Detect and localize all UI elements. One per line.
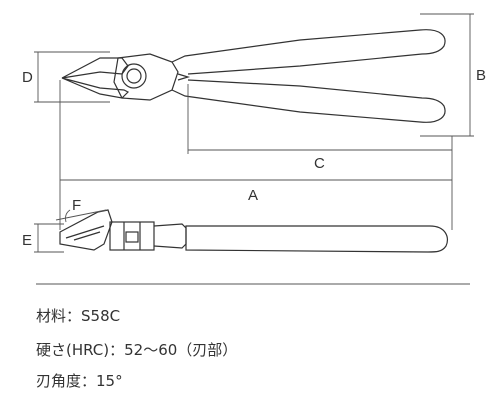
dimension-label-a: A (248, 187, 258, 204)
spec-blade-angle: 刃角度：15° (36, 372, 123, 390)
dimension-lines (34, 13, 474, 285)
dimension-label-e: E (22, 232, 32, 249)
spec-hardness: 硬さ(HRC)：52～60（刃部） (36, 341, 238, 359)
plier-top-view (61, 29, 446, 123)
dimension-label-d: D (22, 69, 33, 86)
spec-material: 材料：S58C (36, 307, 121, 325)
dimension-label-f: F (72, 197, 81, 214)
dimension-label-b: B (476, 67, 486, 84)
dimension-label-c: C (314, 155, 325, 172)
plier-side-view (59, 209, 449, 253)
